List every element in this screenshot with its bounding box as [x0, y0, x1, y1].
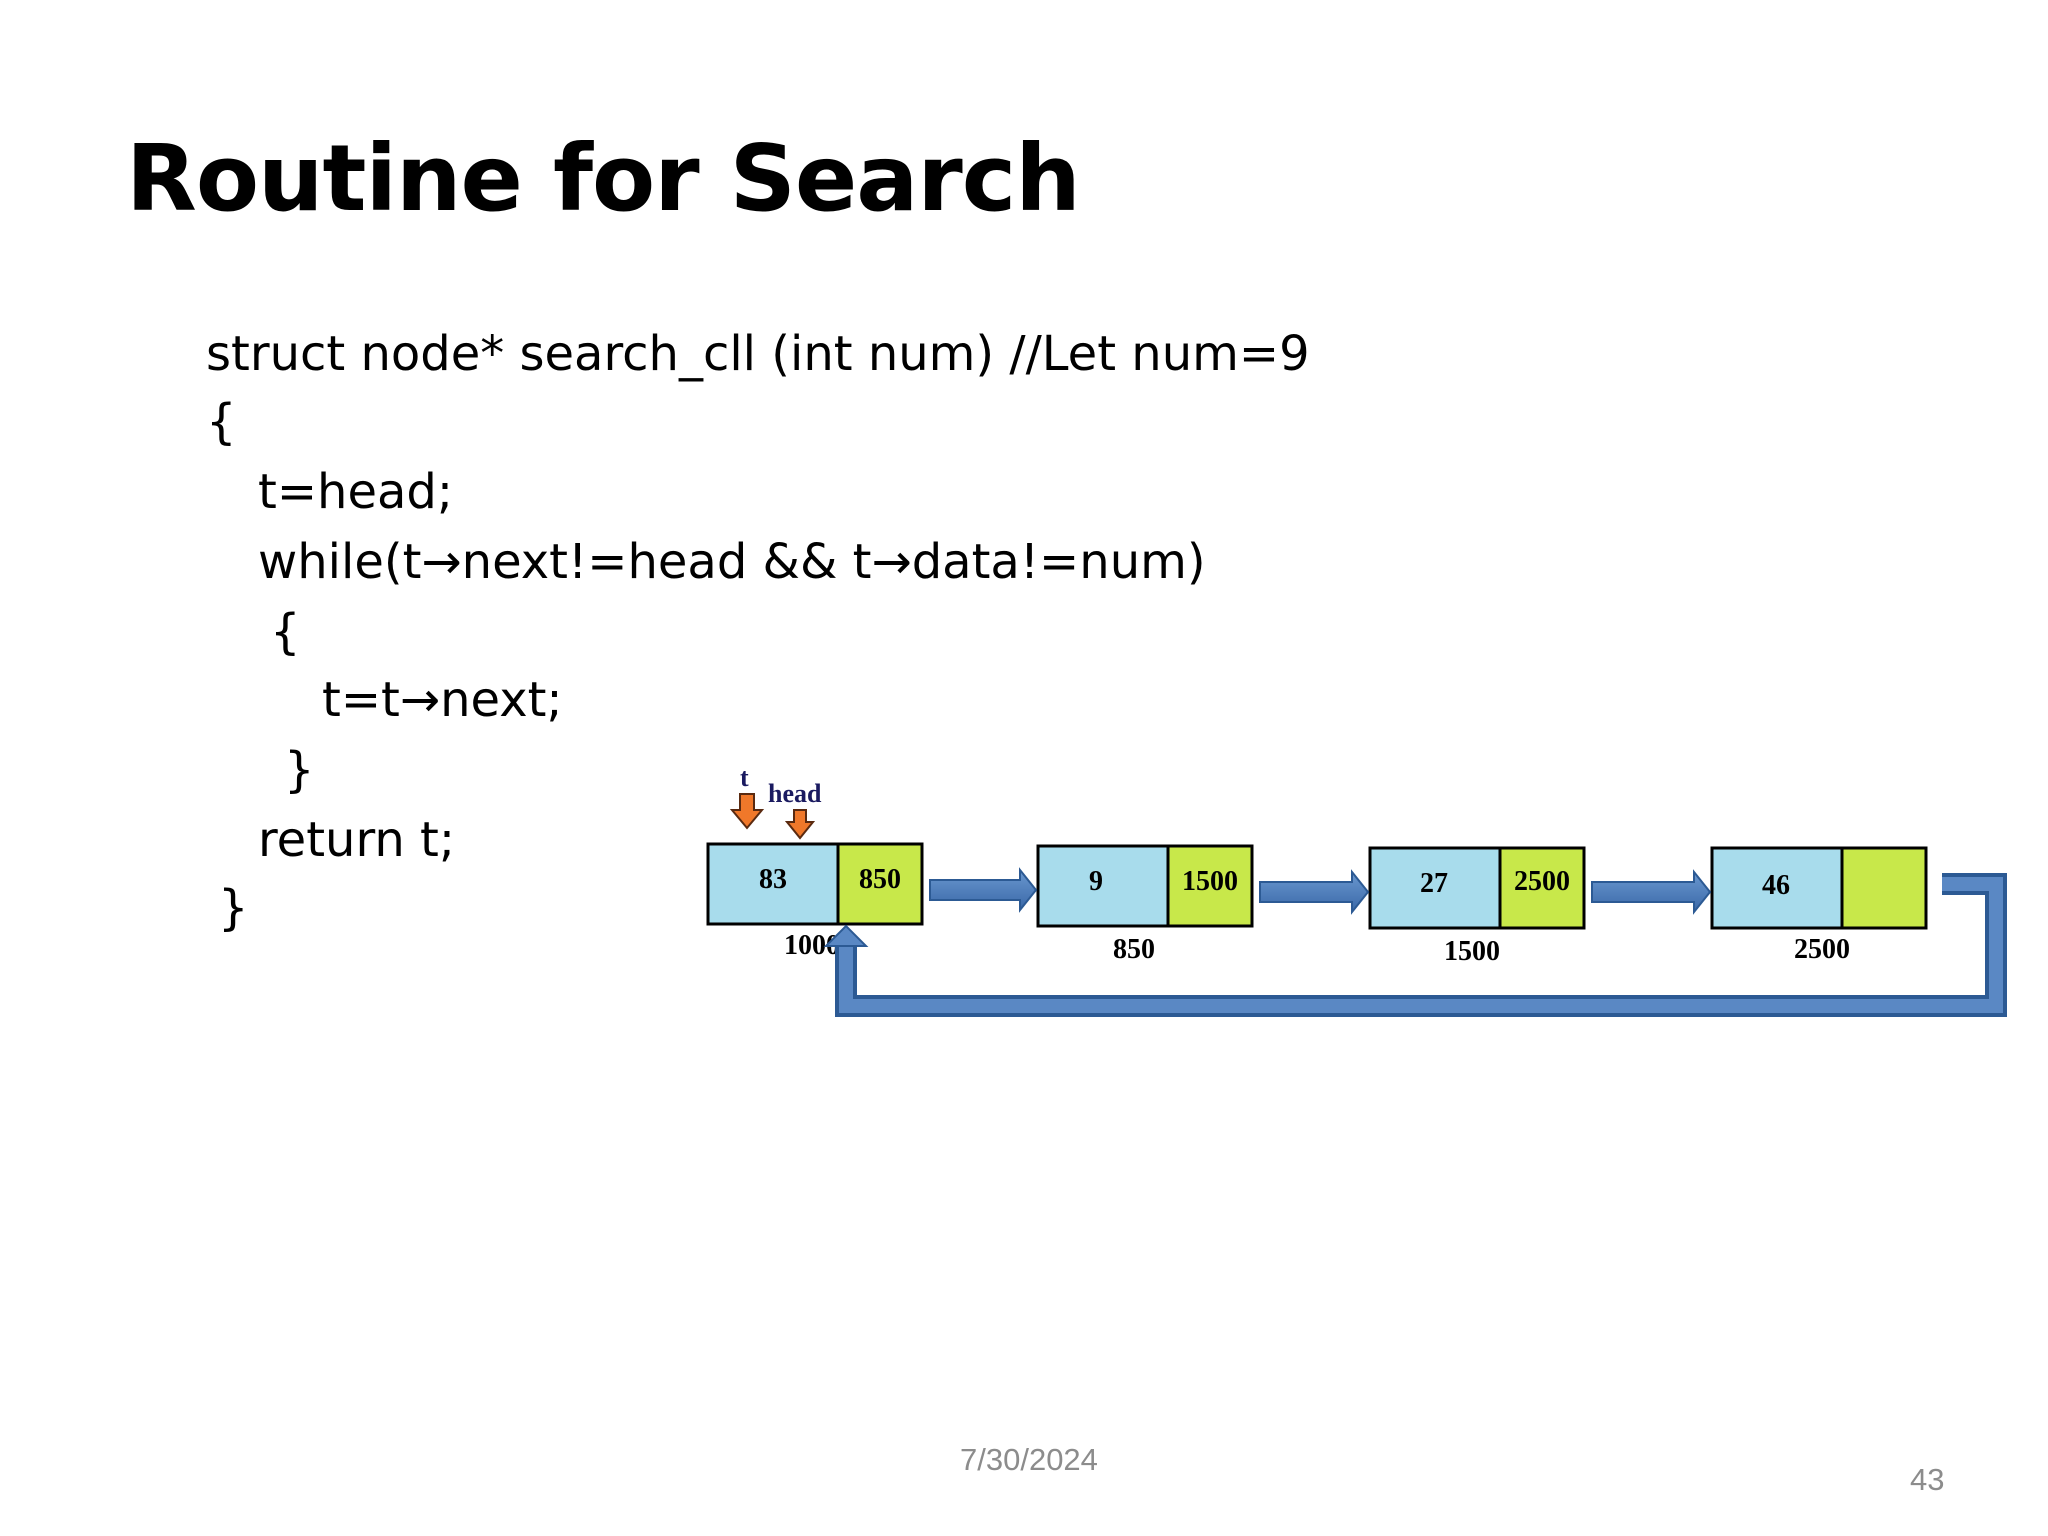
- footer-date: 7/30/2024: [960, 1442, 1098, 1477]
- list-node-4: 46 2500: [1710, 846, 1928, 965]
- node-2-next: 1500: [1182, 866, 1238, 897]
- node-3-next: 2500: [1514, 866, 1570, 897]
- list-node-1: 83 850 1000: [706, 842, 924, 961]
- node-4-address: 2500: [1794, 934, 1850, 965]
- node-3-address: 1500: [1444, 936, 1500, 967]
- node-1-next: 850: [859, 864, 901, 895]
- list-node-3: 27 2500 1500: [1368, 846, 1586, 967]
- link-arrow-icon: [929, 867, 1038, 913]
- pointer-head-label: head: [768, 779, 822, 808]
- link-arrow-icon: [1259, 869, 1370, 915]
- node-1-data: 83: [759, 864, 787, 895]
- slide-title: Routine for Search: [126, 125, 1081, 232]
- list-node-2: 9 1500 850: [1036, 844, 1254, 965]
- link-arrow-icon: [1591, 869, 1712, 915]
- circular-return-arrow-icon: [823, 873, 2007, 1017]
- pointer-head-arrow-icon: [784, 809, 816, 840]
- node-2-address: 850: [1113, 934, 1155, 965]
- page-number: 43: [1910, 1462, 1945, 1497]
- pointer-t-label: t: [740, 763, 749, 792]
- node-4-data: 46: [1762, 870, 1790, 901]
- pointer-t-arrow-icon: [729, 793, 765, 830]
- node-3-data: 27: [1420, 868, 1448, 899]
- node-2-data: 9: [1089, 866, 1103, 897]
